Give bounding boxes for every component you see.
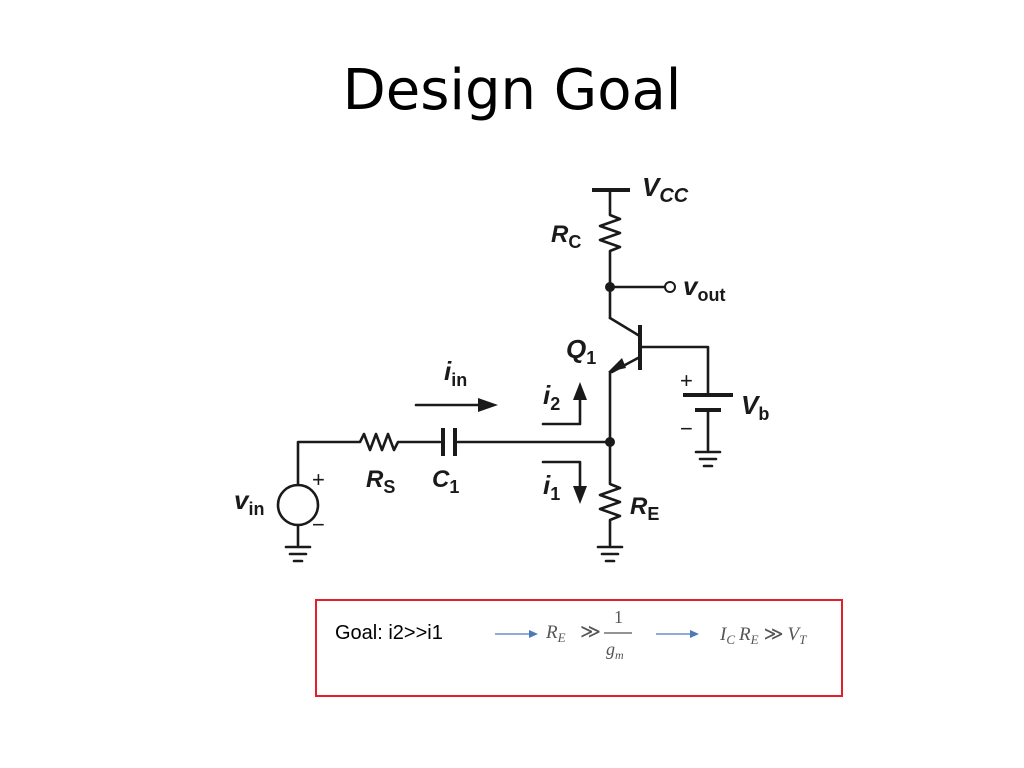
vcc-label: VCC: [642, 172, 689, 207]
ground-vin: [284, 545, 312, 563]
vin-plus: +: [312, 467, 325, 492]
base-wire: [638, 345, 710, 395]
rc-label: RC: [551, 221, 581, 252]
goal-text: Goal: i2>>i1: [335, 622, 443, 644]
vb-label: Vb: [741, 390, 769, 424]
iin-label: iin: [444, 356, 467, 390]
q1-collector-diag: [608, 316, 640, 337]
rc-resistor: [598, 188, 622, 288]
iin-arrowhead: [478, 398, 498, 412]
re-label: RE: [630, 493, 659, 524]
i1-arrow-line: [541, 460, 582, 490]
re-resistor: [598, 440, 622, 547]
vin-label: vin: [234, 485, 264, 519]
goal-box: [315, 599, 843, 697]
input-wire: [296, 432, 442, 487]
ground-re: [596, 545, 624, 563]
slide-title: Design Goal: [342, 58, 682, 123]
rs-label: RS: [366, 466, 395, 497]
q1-emitter-arrow: [608, 358, 626, 372]
i2-label: i2: [543, 380, 560, 414]
i2-arrowhead: [573, 382, 587, 400]
vin-minus: −: [312, 512, 325, 537]
c1-label: C1: [432, 466, 459, 497]
vout-terminal: [664, 281, 676, 293]
ground-vb: [694, 450, 722, 468]
vb-minus: −: [680, 416, 693, 441]
q1-label: Q1: [566, 334, 596, 368]
i2-arrow-line: [541, 396, 582, 426]
vb-plus: +: [680, 368, 693, 393]
vout-label: vout: [683, 271, 725, 305]
i1-label: i1: [543, 470, 560, 504]
i1-arrowhead: [573, 486, 587, 504]
